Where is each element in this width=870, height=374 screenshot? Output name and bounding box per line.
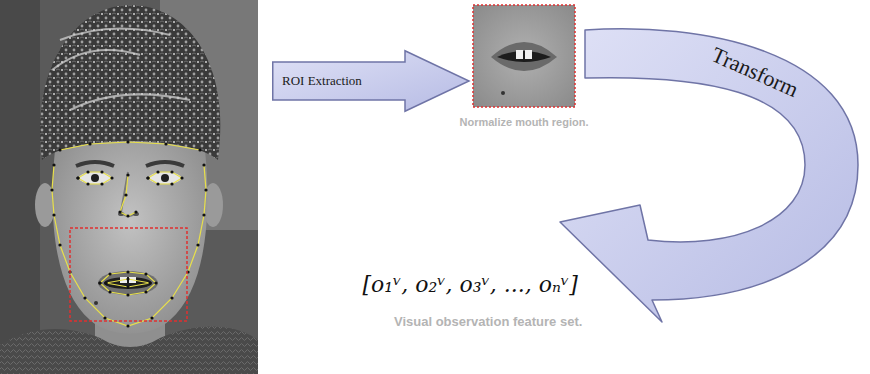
face-photo [0,0,258,374]
mouth-image [473,5,575,107]
transform-arrow: Transform [550,20,870,330]
caption: Visual observation feature set. [394,315,582,330]
arrow-label: ROI Extraction [282,74,362,89]
arrow-shape [560,29,858,322]
mouth-region-box-outline [470,2,578,134]
arrow-shape [273,51,469,112]
transform-arrow-outline [550,20,870,330]
mouth-region-box: Normalize mouth region. [470,2,578,134]
roi-frame [473,5,575,107]
caption: Normalize mouth region. [460,116,589,129]
feature-vector: [o₁ᵛ, o₂ᵛ, o₃ᵛ, ..., oₙᵛ] [363,272,578,297]
roi-extraction-arrow: ROI Extraction [272,50,470,112]
